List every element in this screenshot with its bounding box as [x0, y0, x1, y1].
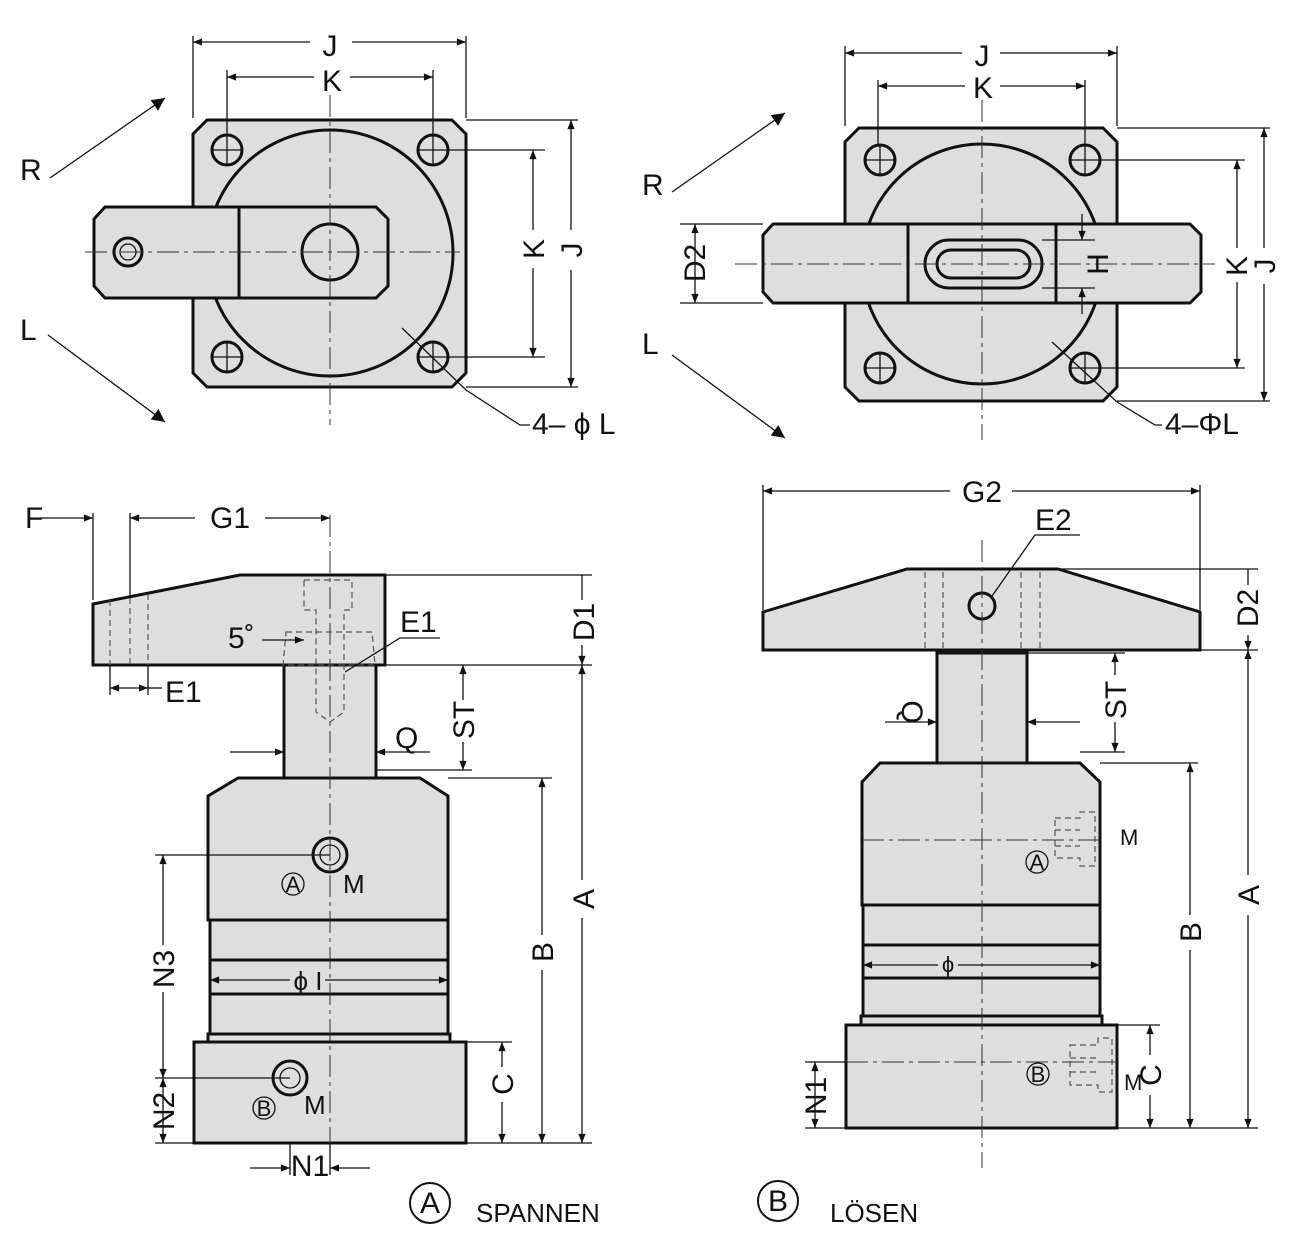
dim-G2: G2	[962, 476, 1002, 509]
dim-D1: D1	[568, 603, 601, 641]
legend-b-text: LÖSEN	[830, 1198, 918, 1228]
dim-E1-upper: E1	[400, 606, 437, 639]
base-right	[844, 1023, 1119, 1130]
direction-R-right: R	[642, 169, 664, 202]
bottom-right-view	[761, 485, 1258, 1168]
dim-F: F	[25, 502, 43, 535]
dim-C-right: C	[1135, 1064, 1168, 1086]
direction-L-right: L	[642, 328, 659, 361]
dim-phi-I: ϕ I	[293, 966, 322, 996]
dim-K-top-left: K	[322, 65, 342, 98]
ring-3-left	[208, 992, 450, 1036]
port-a-thread-right: M	[1120, 825, 1138, 850]
legend-b-circle	[757, 1180, 799, 1222]
dim-N1-right: N1	[800, 1077, 833, 1115]
legend	[409, 1180, 799, 1224]
cylinder-body-right	[860, 761, 1102, 907]
dim-J-top-right: J	[975, 40, 990, 73]
dim-B-left: B	[527, 942, 560, 962]
dim-K-side-left: K	[518, 239, 551, 259]
dim-N2: N2	[148, 1092, 181, 1130]
dim-H: H	[1082, 253, 1115, 275]
port-a-thread-left: M	[343, 869, 365, 899]
dim-B-right: B	[1175, 922, 1208, 942]
dim-D2-top-right: D2	[679, 244, 712, 282]
direction-R-left: R	[20, 154, 42, 187]
dim-G1: G1	[210, 502, 250, 535]
dim-A-right: A	[1233, 885, 1266, 905]
dim-A-left: A	[568, 889, 601, 909]
port-a-label-right: A	[1030, 850, 1045, 875]
top-left-view	[47, 36, 578, 426]
dim-phi-right: ϕ	[942, 952, 954, 977]
legend-b-symbol: B	[768, 1185, 788, 1218]
hole-callout-right: 4–ΦL	[1165, 408, 1239, 441]
dim-C-left: C	[487, 1073, 520, 1095]
top-right-view	[671, 46, 1270, 440]
dim-J-side-left: J	[556, 243, 589, 258]
dim-E2: E2	[1035, 504, 1072, 537]
dim-E1-lower: E1	[165, 676, 202, 709]
direction-L-left: L	[20, 314, 37, 347]
dim-ST-left: ST	[448, 701, 481, 739]
legend-a-text: SPANNEN	[476, 1198, 600, 1228]
port-b-label-right: B	[1031, 1062, 1046, 1087]
legend-a-circle	[409, 1182, 451, 1224]
dim-ST-right: ST	[1100, 681, 1133, 719]
dim-Q-right: Q	[895, 700, 928, 723]
dim-D2-side-right: D2	[1232, 589, 1265, 627]
dim-J-side-right: J	[1249, 259, 1282, 274]
port-b-label-left: B	[257, 1096, 272, 1121]
dim-K-top-right: K	[973, 72, 993, 105]
dim-J-top-left: J	[323, 30, 338, 63]
ring-2-left	[208, 958, 450, 996]
dim-K-side-right: K	[1221, 256, 1254, 276]
bottom-left-view	[40, 513, 592, 1175]
angle-5deg: 5˚	[228, 622, 255, 655]
legend-a-symbol: A	[420, 1187, 440, 1220]
hole-callout-left: 4– ϕ L	[532, 408, 616, 441]
side-arm-left	[91, 573, 387, 667]
port-a-label-left: A	[286, 872, 301, 897]
dim-N1-left: N1	[291, 1150, 329, 1183]
port-b-thread-left: M	[304, 1090, 326, 1120]
ring-1-left	[208, 918, 450, 962]
port-b-thread-right: M	[1124, 1070, 1142, 1095]
dim-Q-left: Q	[395, 722, 418, 755]
dim-N3: N3	[148, 950, 181, 988]
